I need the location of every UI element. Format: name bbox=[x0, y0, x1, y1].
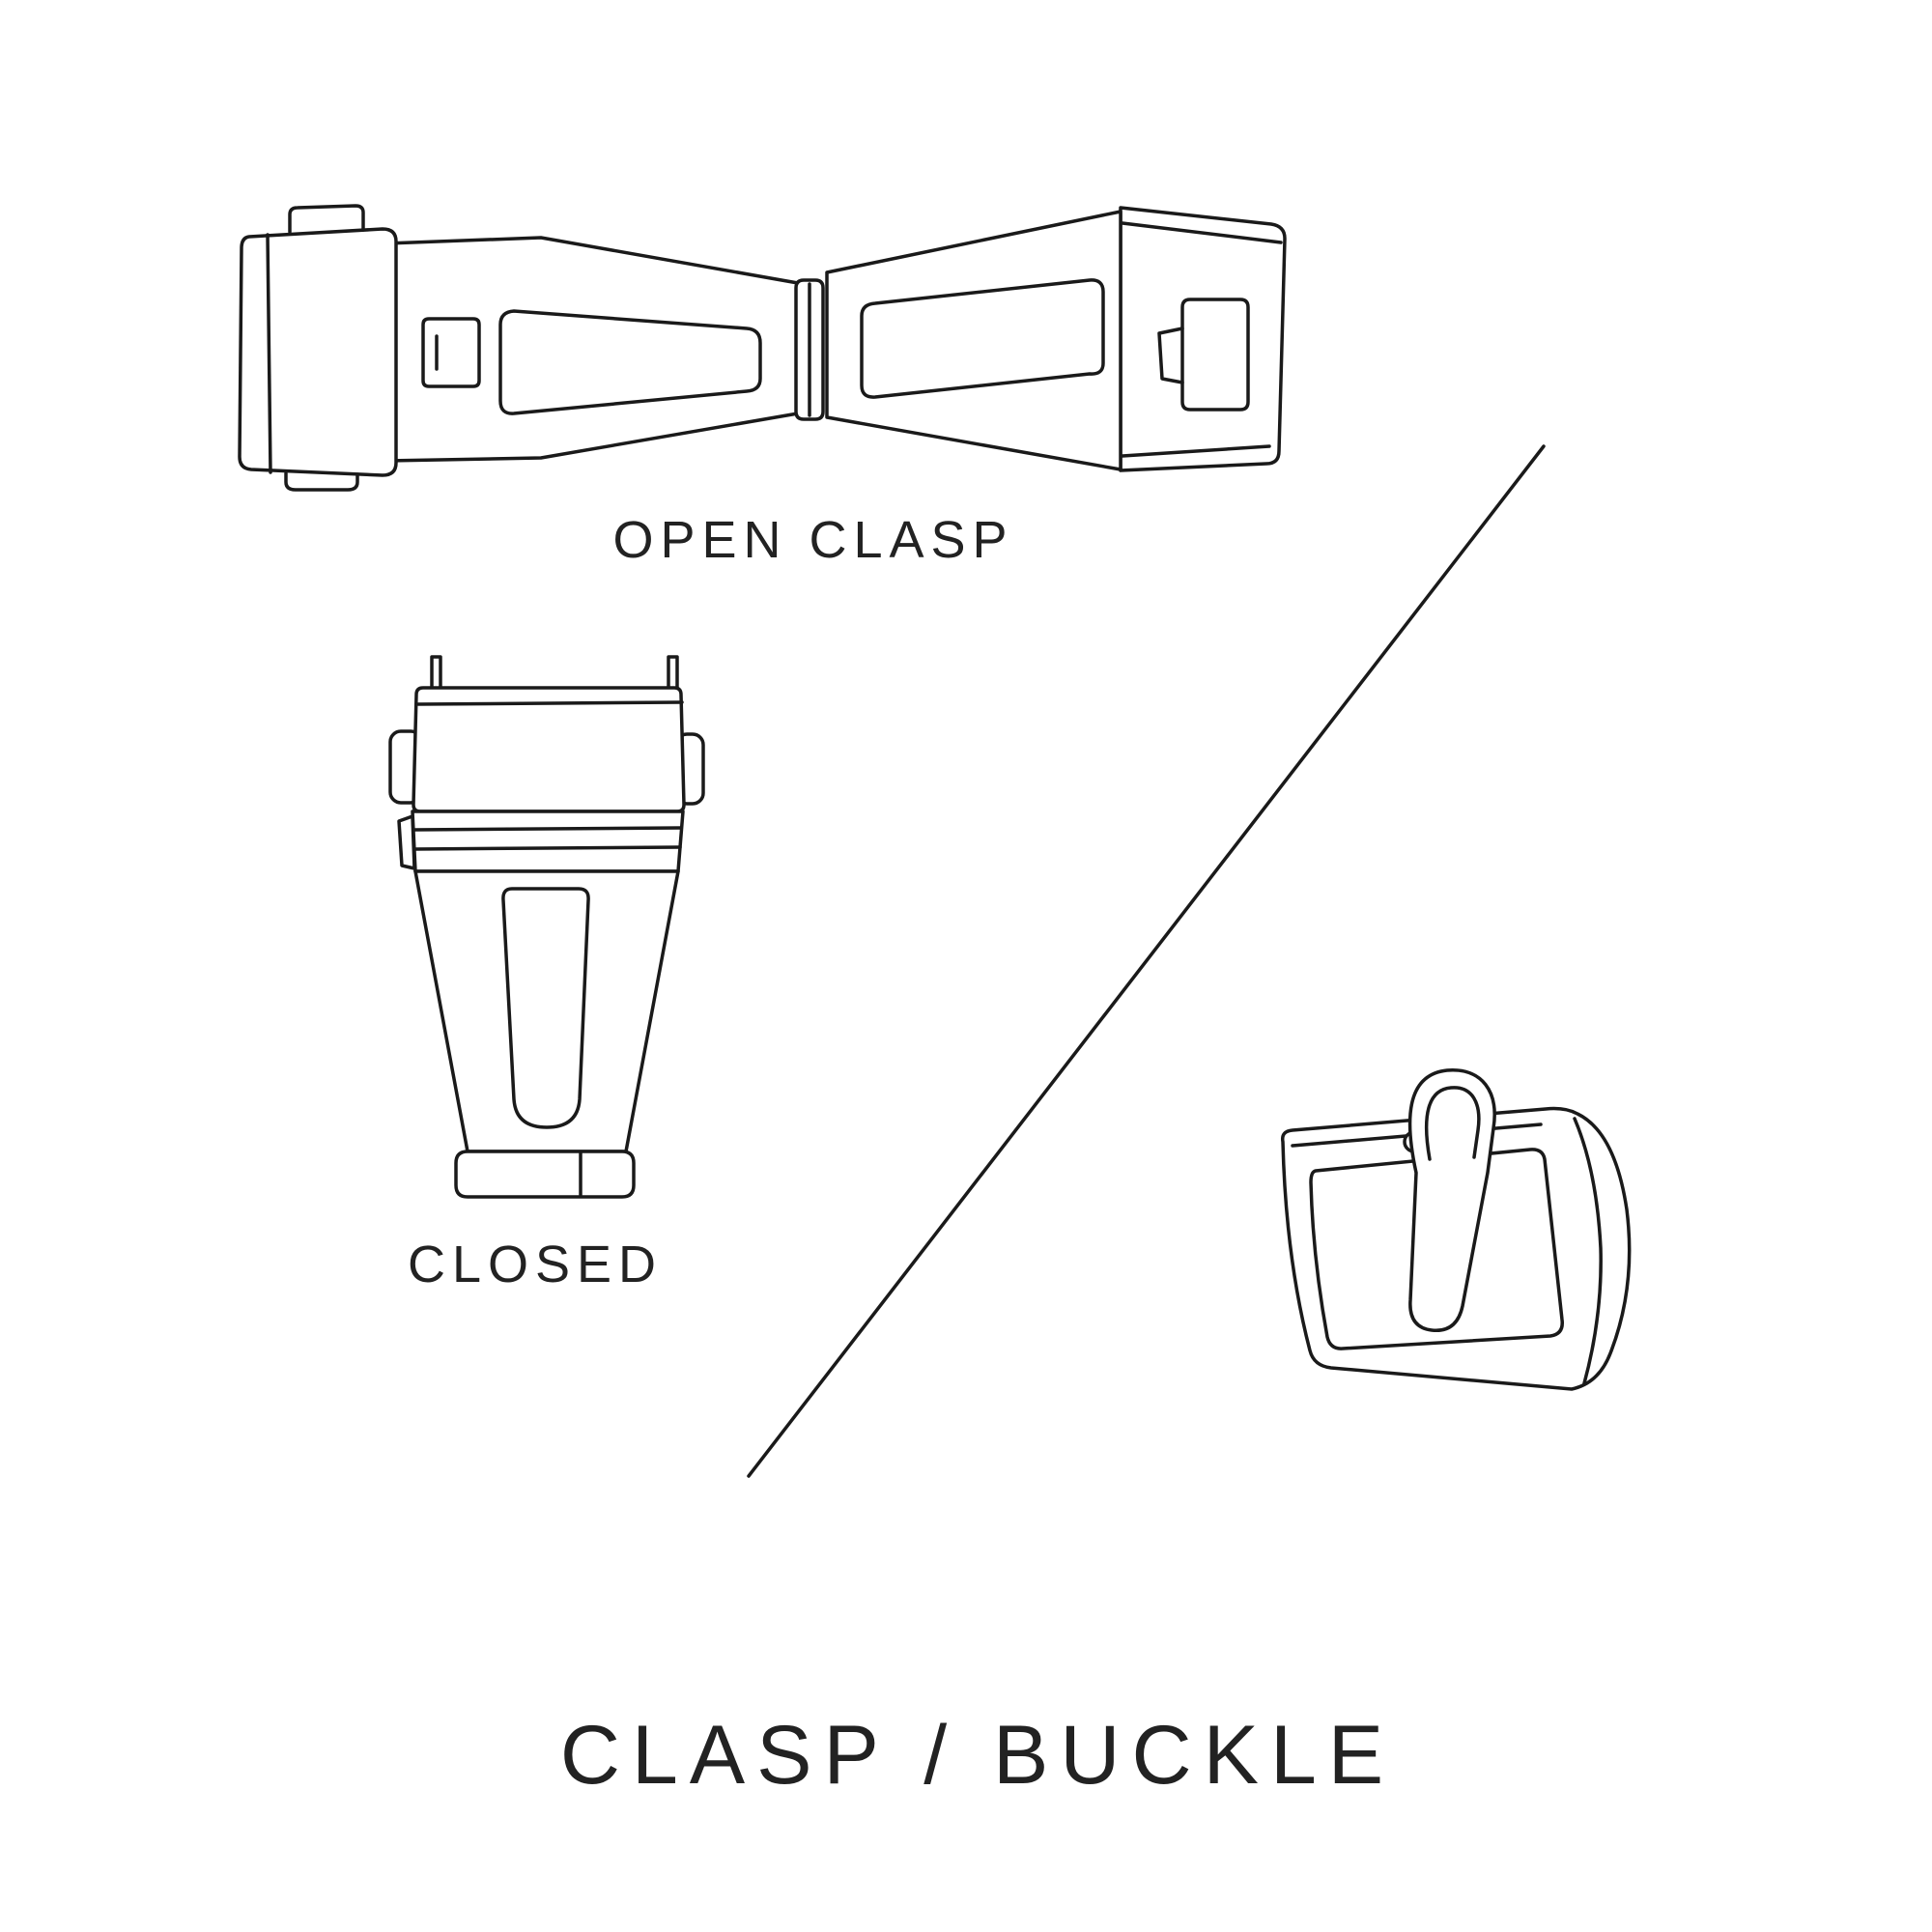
open-clasp-label: OPEN CLASP bbox=[612, 511, 1014, 569]
buckle-opening bbox=[1309, 1148, 1564, 1350]
clasp-bracket-top-line bbox=[1121, 221, 1283, 244]
clasp-right-arm-inner bbox=[860, 278, 1105, 399]
closed-bottom-cap bbox=[454, 1150, 636, 1199]
closed-top-line bbox=[416, 700, 684, 706]
closed-band-line-1 bbox=[412, 826, 683, 832]
closed-clasp-label: CLOSED bbox=[407, 1236, 664, 1293]
clasp-bottom-tab bbox=[284, 471, 359, 492]
buckle-pin bbox=[1407, 1068, 1496, 1333]
clasp-right-hook bbox=[1157, 327, 1184, 384]
divider-line bbox=[747, 444, 1546, 1478]
closed-clasp-illustration bbox=[388, 655, 705, 1199]
closed-band-line-2 bbox=[412, 845, 682, 851]
clasp-fold-edge-line bbox=[266, 233, 272, 474]
closed-body-inner bbox=[501, 887, 590, 1129]
clasp-right-cutout bbox=[1180, 298, 1250, 412]
clasp-top-tab bbox=[288, 204, 365, 234]
clasp-right-arm bbox=[825, 210, 1122, 471]
buckle-right-inner-edge bbox=[1573, 1117, 1603, 1385]
closed-top-block bbox=[412, 686, 686, 813]
closed-band bbox=[411, 810, 685, 873]
pin-buckle-illustration bbox=[1280, 1068, 1632, 1391]
closed-body bbox=[413, 869, 680, 1153]
clasp-bracket-bottom-line bbox=[1121, 444, 1271, 458]
page-title: CLASP / BUCKLE bbox=[559, 1709, 1396, 1802]
clasp-fold-piece bbox=[238, 227, 398, 477]
clasp-hook-cutout bbox=[421, 317, 481, 388]
open-clasp-illustration bbox=[238, 204, 1287, 492]
clasp-left-arm-inner bbox=[498, 309, 762, 415]
buckle-pin-loop-inner bbox=[1424, 1086, 1481, 1161]
